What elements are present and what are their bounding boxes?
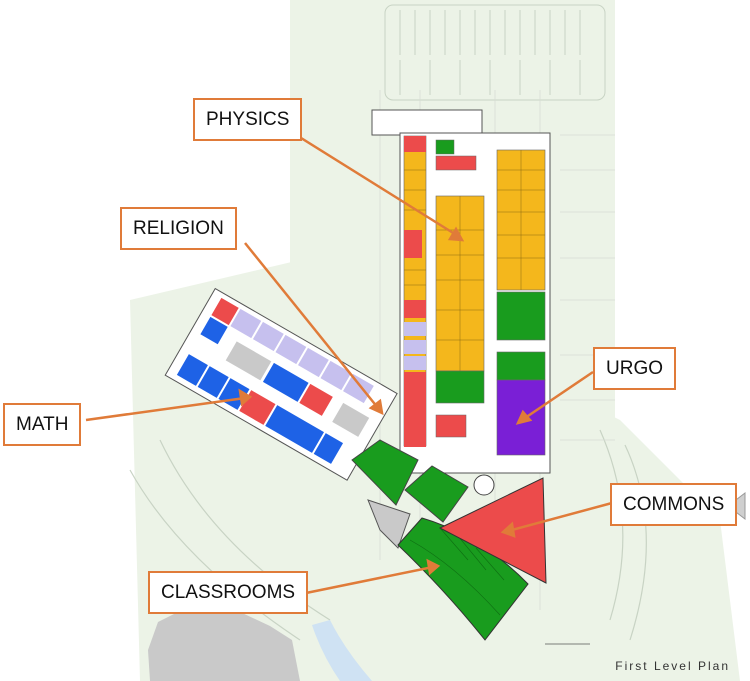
commons-area [438,477,547,584]
label-physics: PHYSICS [193,98,303,141]
commons-rotunda [473,474,495,496]
arrow-classrooms [305,565,434,595]
label-urgo: URGO [593,347,676,390]
water-feature [312,620,372,681]
arrow-math-head [238,388,253,407]
classrooms-fan-detail [409,527,505,616]
arrow-classrooms-head [426,558,441,576]
arrow-commons-head [500,521,516,538]
west-wing [164,287,398,481]
arrow-urgo [521,370,594,422]
arrow-religion [244,242,379,409]
arrow-physics-head [447,226,465,242]
label-commons: COMMONS [610,483,738,526]
gray-space [367,499,411,549]
callout-arrows [85,126,613,595]
label-classrooms: CLASSROOMS [148,571,309,614]
classroom-block-west [351,439,419,506]
plan-caption: First Level Plan [615,659,730,673]
arrow-commons [507,501,613,533]
arrow-math [85,396,246,422]
arrow-religion-head [368,398,384,416]
classroom-block-center [404,465,469,523]
arrow-physics [284,126,459,238]
adjacent-building [148,606,300,681]
label-math: MATH [3,403,82,446]
arrow-urgo-head [515,409,533,425]
label-religion: RELIGION [120,207,237,250]
